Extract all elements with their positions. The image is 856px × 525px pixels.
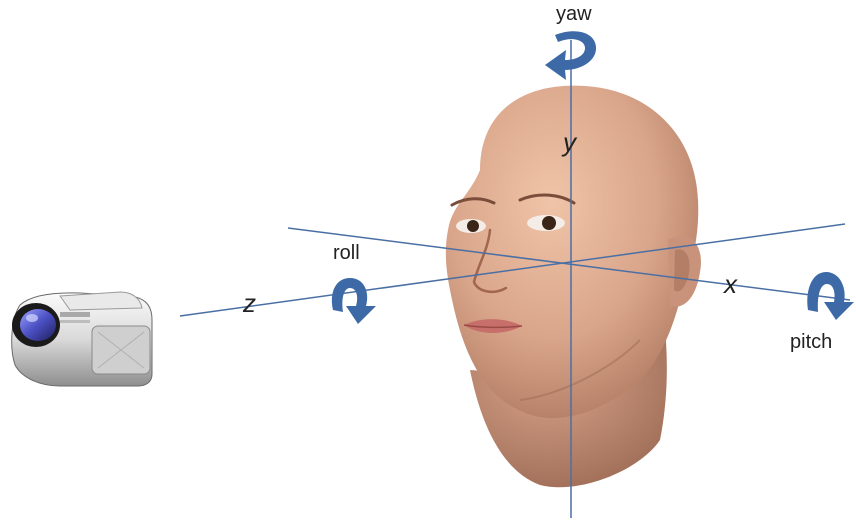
- roll-rotation-arrow-icon: [332, 278, 376, 324]
- pitch-rotation-arrow-icon: [807, 272, 854, 320]
- x-axis-label: x: [722, 269, 738, 299]
- pitch-label: pitch: [790, 331, 832, 353]
- z-axis-label: z: [242, 288, 256, 318]
- y-axis-label: y: [561, 127, 578, 157]
- camera-icon: [12, 292, 152, 386]
- yaw-label: yaw: [556, 3, 592, 25]
- roll-label: roll: [333, 242, 360, 264]
